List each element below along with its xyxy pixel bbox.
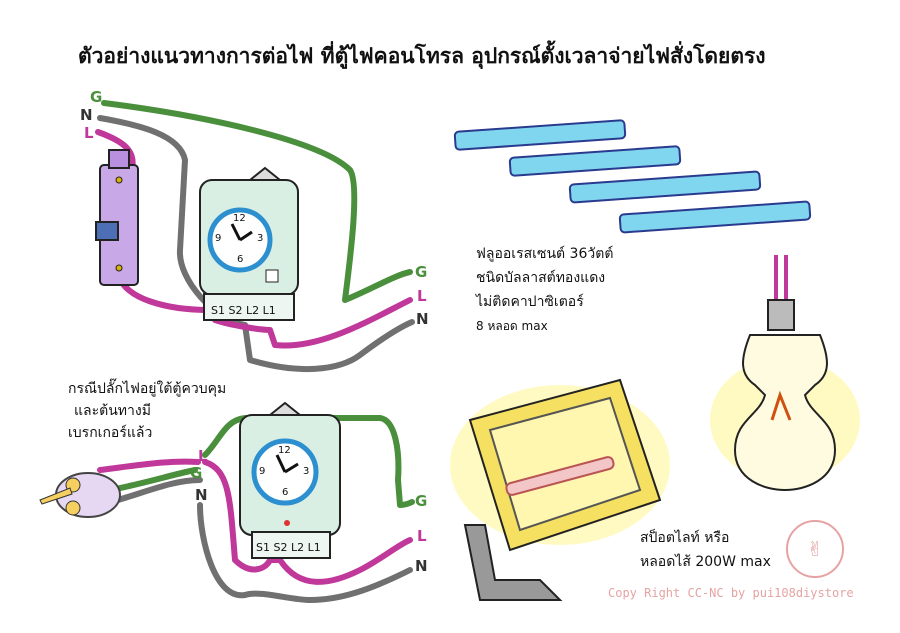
top-dial-12: 12 [233,213,246,224]
top-dial-9: 9 [215,233,222,244]
bottom-dial-12: 12 [278,445,291,456]
top-dial-3: 3 [257,233,264,244]
bottom-neutral-wire [197,502,413,603]
tube [568,170,762,204]
bottom-timer-switch [239,401,341,559]
label-n-top-in: N [80,106,93,124]
label-g-top-out: G [415,263,428,281]
spotlight-lamp [450,378,670,601]
light-bulb [710,255,860,492]
circuit-breaker [95,149,139,286]
bottom-timer-terminals: S1 S2 L2 L1 [256,541,321,554]
spotlight-line-1: สป็อตไลท์ หรือ [640,530,730,546]
label-g-bottom-out: G [415,492,428,510]
label-n-bottom-out: N [415,557,428,575]
fluorescent-line-3: ไม่ติดคาปาซิเตอร์ [476,294,584,310]
fluorescent-line-1: ฟลูออเรสเซนต์ 36วัตต์ [476,246,614,262]
fluorescent-tubes [453,119,812,234]
label-g-top-in: G [90,88,103,106]
bottom-dial-9: 9 [259,466,266,477]
plug-case-note: กรณีปลั๊กไฟอยู่ใต้ตู้ควบคุม และต้นทางมี … [68,378,226,444]
bottom-ground-wire [202,415,415,508]
power-plug [39,472,121,518]
top-timer-terminals: S1 S2 L2 L1 [211,304,276,317]
logo-stamp: ✌ [786,520,844,578]
plug-wire-live [97,458,201,473]
label-n-bottom-in: N [195,486,208,504]
tube [508,145,682,177]
label-l-bottom-in: L [198,447,208,465]
fluorescent-line-2: ชนิดบัลลาสต์ทองแดง [476,270,606,286]
bottom-dial-6: 6 [282,487,289,498]
spotlight-line-2: หลอดไส้ 200W max [640,554,771,570]
label-g-bottom-in: G [190,464,203,482]
page-title: ตัวอย่างแนวทางการต่อไฟ ที่ตู้ไฟคอนโทรล อ… [78,44,766,68]
label-l-bottom-out: L [417,527,427,545]
plug-case-line-2: และต้นทางมี [74,403,151,419]
bottom-dial-3: 3 [303,466,310,477]
fluorescent-line-4: 8 หลอด max [476,319,548,333]
plug-case-line-1: กรณีปลั๊กไฟอยู่ใต้ตู้ควบคุม [68,381,227,397]
fluorescent-note: ฟลูออเรสเซนต์ 36วัตต์ ชนิดบัลลาสต์ทองแดง… [476,242,613,338]
bottom-live-wire [202,459,413,585]
label-l-top-in: L [84,124,94,142]
tube [618,200,812,234]
spotlight-note: สป็อตไลท์ หรือ หลอดไส้ 200W max [640,526,771,574]
tube [453,119,627,151]
label-n-top-out: N [416,310,429,328]
top-ground-wire [101,100,413,303]
label-l-top-out: L [417,287,427,305]
plug-case-line-3: เบรกเกอร์แล้ว [68,425,153,441]
copyright-text: Copy Right CC-NC by pui108diystore [608,586,854,600]
top-dial-6: 6 [237,254,244,265]
top-timer-switch [199,166,299,321]
bottom-wiring [97,415,415,603]
